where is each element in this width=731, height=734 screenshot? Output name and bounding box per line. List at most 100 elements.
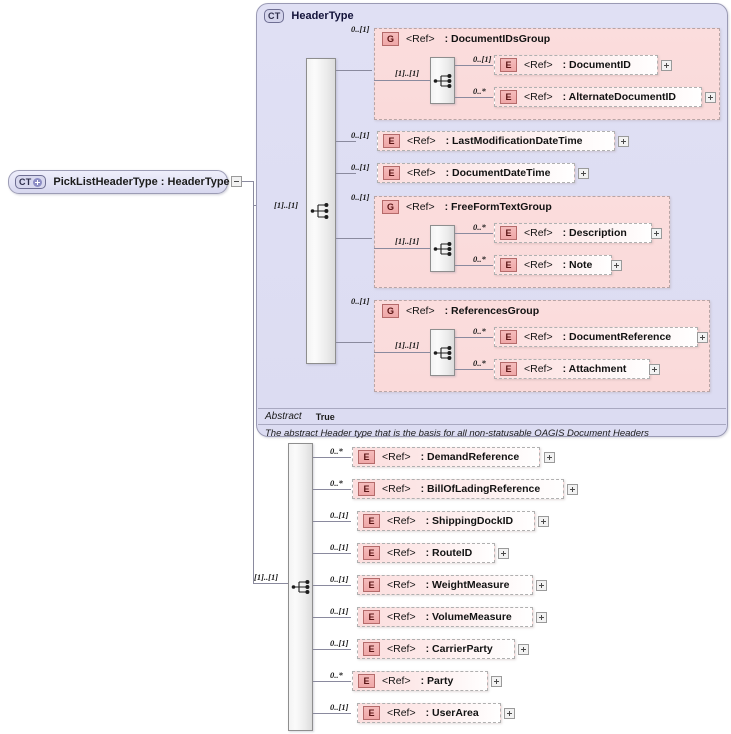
element-box-description[interactable]: E <Ref> : Description [494,223,652,243]
element-ref-word: <Ref> [382,483,411,495]
group-ref-word: <Ref> [406,201,435,213]
element-box-userarea[interactable]: E <Ref> : UserArea [357,703,501,723]
expand-plus-icon-userarea[interactable] [504,708,515,719]
expand-plus-icon-documentid[interactable] [661,60,672,71]
expand-plus-icon-note[interactable] [611,260,622,271]
element-ref-word: <Ref> [382,451,411,463]
cardinality-description: 0..* [473,222,486,232]
element-badge-icon: E [363,610,380,624]
element-box-routeid[interactable]: E <Ref> : RouteID [357,543,495,563]
element-ref-word: <Ref> [387,579,416,591]
element-name-label: : CarrierParty [425,643,493,655]
expand-plus-icon-description[interactable] [651,228,662,239]
cardinality-complextype-sequence: [1]..[1] [274,200,299,210]
element-ref-word: <Ref> [407,135,436,147]
branch-line-alternatedocumentid [455,97,493,98]
expand-plus-icon-documentreference[interactable] [697,332,708,343]
element-name-label: : Description [562,227,627,239]
expand-plus-icon-documentdatetime[interactable] [578,168,589,179]
element-box-documentreference[interactable]: E <Ref> : DocumentReference [494,327,698,347]
element-ref-word: <Ref> [387,611,416,623]
expand-plus-icon-weightmeasure[interactable] [536,580,547,591]
branch-line-carrierparty [313,649,351,650]
plus-dot-icon [33,177,43,187]
element-ref-word: <Ref> [524,331,553,343]
branch-line-note [455,265,493,266]
branch-line-documentdatetime [336,173,356,174]
element-name-label: : DocumentDateTime [445,167,551,179]
sequence-connector-icon [433,242,452,256]
cardinality-referencesgroup: 0..[1] [351,296,370,306]
cardinality-userarea: 0..[1] [330,702,349,712]
element-ref-word: <Ref> [524,363,553,375]
sequence-connector-icon [433,74,452,88]
abstract-key: Abstract [265,411,302,422]
cardinality-routeid: 0..[1] [330,542,349,552]
element-name-label: : LastModificationDateTime [445,135,583,147]
element-box-shippingdockid[interactable]: E <Ref> : ShippingDockID [357,511,535,531]
expand-plus-icon-shippingdockid[interactable] [538,516,549,527]
element-badge-icon: E [500,258,517,272]
element-badge-icon: E [500,90,517,104]
expand-plus-icon-party[interactable] [491,676,502,687]
element-badge-icon: E [363,578,380,592]
cardinality-freeformtextgroup: 0..[1] [351,192,370,202]
element-badge-icon: E [363,642,380,656]
cardinality-billofladingreference: 0..* [330,478,343,488]
element-badge-icon: E [500,58,517,72]
sequence-connector-icon [310,203,329,219]
element-badge-icon: E [383,166,400,180]
element-ref-word: <Ref> [524,259,553,271]
element-ref-word: <Ref> [387,707,416,719]
branch-line-attachment [455,369,493,370]
element-box-attachment[interactable]: E <Ref> : Attachment [494,359,650,379]
complextype-badge-icon: CT [264,9,285,23]
element-box-carrierparty[interactable]: E <Ref> : CarrierParty [357,639,515,659]
element-box-party[interactable]: E <Ref> : Party [352,671,488,691]
element-ref-word: <Ref> [382,675,411,687]
element-badge-icon: E [363,514,380,528]
element-box-alternatedocumentid[interactable]: E <Ref> : AlternateDocumentID [494,87,702,107]
branch-line-description [455,233,493,234]
group-name-label: : ReferencesGroup [444,305,540,317]
element-box-note[interactable]: E <Ref> : Note [494,255,612,275]
element-name-label: : Attachment [562,363,627,375]
element-box-volumemeasure[interactable]: E <Ref> : VolumeMeasure [357,607,533,627]
element-box-lastmodificationdatetime[interactable]: E <Ref> : LastModificationDateTime [377,131,615,151]
branch-line-billofladingreference [313,489,351,490]
element-box-weightmeasure[interactable]: E <Ref> : WeightMeasure [357,575,533,595]
sequence-connector-icon [291,580,310,594]
cardinality-party: 0..* [330,670,343,680]
element-name-label: : DemandReference [420,451,520,463]
element-name-label: : WeightMeasure [425,579,510,591]
cardinality-documentidsgroup-inner: [1]..[1] [395,68,420,78]
element-name-label: : DocumentID [562,59,631,71]
element-box-demandreference[interactable]: E <Ref> : DemandReference [352,447,540,467]
complextype-title: CT HeaderType [264,9,354,23]
expand-plus-icon-billofladingreference[interactable] [567,484,578,495]
element-name-label: : ShippingDockID [425,515,514,527]
branch-line-documentidsgroup [336,70,372,71]
element-name-label: : RouteID [425,547,473,559]
root-node-picklistheadertype[interactable]: CT PickListHeaderType : HeaderType [8,170,230,194]
expand-plus-icon-routeid[interactable] [498,548,509,559]
element-box-documentdatetime[interactable]: E <Ref> : DocumentDateTime [377,163,575,183]
element-name-label: : AlternateDocumentID [562,91,676,103]
branch-line-demandreference [313,457,351,458]
expand-plus-icon-attachment[interactable] [649,364,660,375]
expand-plus-icon-volumemeasure[interactable] [536,612,547,623]
connector-to-extension-seq [253,583,298,584]
cardinality-documentdatetime: 0..[1] [351,162,370,172]
element-box-billofladingreference[interactable]: E <Ref> : BillOfLadingReference [352,479,564,499]
element-ref-word: <Ref> [524,59,553,71]
complextype-footer: Abstract True The abstract Header type t… [258,408,726,442]
element-box-documentid[interactable]: E <Ref> : DocumentID [494,55,658,75]
branch-line-volumemeasure [313,617,351,618]
expand-plus-icon-demandreference[interactable] [544,452,555,463]
expand-plus-icon-carrierparty[interactable] [518,644,529,655]
expand-plus-icon-alternatedocumentid[interactable] [705,92,716,103]
expand-plus-icon-lastmodificationdatetime[interactable] [618,136,629,147]
cardinality-attachment: 0..* [473,358,486,368]
root-collapse-minus-icon[interactable] [231,176,242,187]
annotation-row: The abstract Header type that is the bas… [258,424,726,442]
